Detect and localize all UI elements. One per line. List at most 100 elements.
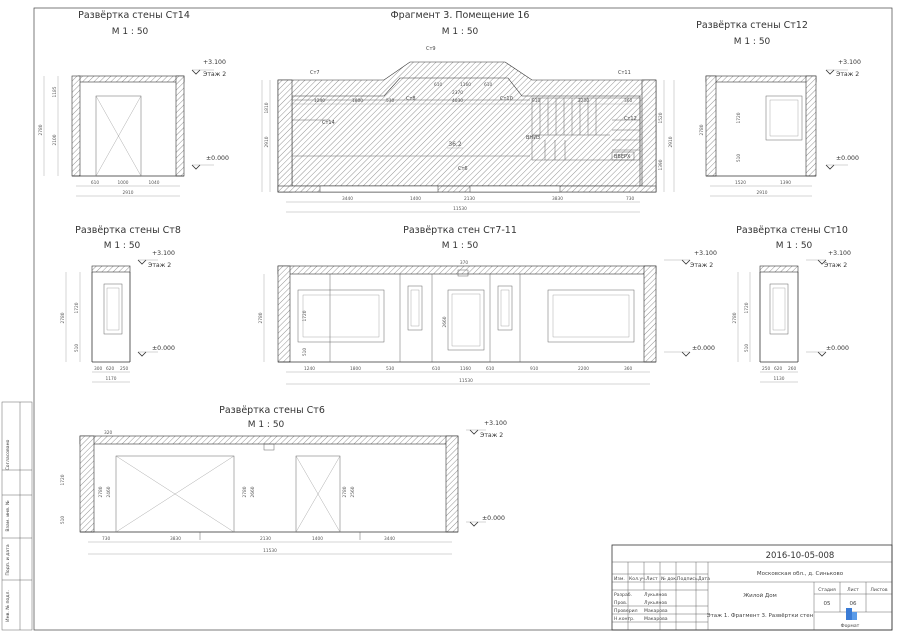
format-label: Формат <box>841 623 860 629</box>
wall-left <box>71 75 81 177</box>
dim: 1520 <box>735 180 746 186</box>
tb-header: Дата <box>698 576 710 582</box>
view-scale: М 1 : 50 <box>734 37 771 47</box>
dim: 250 <box>120 366 128 372</box>
dim: 730 <box>102 536 110 542</box>
plan-walls <box>277 61 657 193</box>
stair-label: ВНИЗ <box>526 135 540 141</box>
dim: 2780 <box>699 124 705 135</box>
dim: 610 <box>486 366 494 372</box>
dim: 2460 <box>106 486 112 497</box>
dim: 1000 <box>118 180 129 186</box>
dim-total: 1130 <box>774 376 785 382</box>
level-zero: ±0.000 <box>836 155 859 162</box>
tb-role: Н.контр. <box>614 616 635 622</box>
view-scale: М 1 : 50 <box>104 241 141 251</box>
stamp-label: Инв. № подл. <box>5 590 11 622</box>
room-label: Ст6 <box>458 166 468 172</box>
dim: 2660 <box>442 316 448 327</box>
dim: 1800 <box>350 366 361 372</box>
dim: 360 <box>624 366 632 372</box>
company-logo-icon <box>846 608 857 620</box>
dim: 620 <box>774 366 782 372</box>
dim: 2560 <box>350 486 356 497</box>
stage-header: Лист <box>847 587 859 593</box>
dim: 1520 <box>658 112 664 123</box>
level-top: +3.100 <box>838 59 861 66</box>
dim: 2780 <box>38 124 44 135</box>
level-top: +3.100 <box>694 250 717 257</box>
dim: 3440 <box>384 536 395 542</box>
dim-total: 1170 <box>106 376 117 382</box>
room-label: Ст7 <box>310 70 320 76</box>
view-st10: Развёртка стены Ст10 М 1 : 50 +3.100 Эта… <box>732 225 851 383</box>
view-title: Развёртка стены Ст12 <box>696 20 808 31</box>
dim: 610 <box>432 366 440 372</box>
dim: 370 <box>460 260 468 266</box>
view-st6: Развёртка стены Ст6 М 1 : 50 +3.100 Этаж… <box>60 405 507 555</box>
dim: 260 <box>788 366 796 372</box>
dim: 730 <box>626 196 634 202</box>
dim: 510 <box>744 344 750 352</box>
tb-header: Кол.уч. <box>629 576 646 582</box>
level-zero: ±0.000 <box>826 345 849 352</box>
dim: 2780 <box>98 486 104 497</box>
view-st14: Развёртка стены Ст14 М 1 : 50 +3.100 Эта… <box>38 10 229 197</box>
level-zero: ±0.000 <box>152 345 175 352</box>
level-top: +3.100 <box>828 250 851 257</box>
room-label: Ст8 <box>406 96 416 102</box>
dim: 1720 <box>744 302 750 313</box>
floor-label: Этаж 2 <box>824 262 847 269</box>
project-code: 2016-10-05-008 <box>766 551 835 561</box>
dim: 1040 <box>149 180 160 186</box>
dim: 1240 <box>304 366 315 372</box>
dim: 300 <box>94 366 102 372</box>
dim: 2780 <box>242 486 248 497</box>
level-zero: ±0.000 <box>206 155 229 162</box>
dim: 2370 <box>452 90 463 96</box>
tb-header: Лист <box>646 576 658 582</box>
dim-total: 11530 <box>263 548 277 554</box>
dim: 910 <box>532 98 540 104</box>
dim: 3830 <box>170 536 181 542</box>
view-st12: Развёртка стены Ст12 М 1 : 50 +3.100 Эта… <box>696 20 861 197</box>
floor-label: Этаж 2 <box>480 432 503 439</box>
tb-role: Проверил <box>614 608 638 614</box>
dim: 910 <box>530 366 538 372</box>
dim: 1800 <box>352 98 363 104</box>
dim: 510 <box>302 348 308 356</box>
stage-header: Стадия <box>818 587 836 593</box>
view-title: Развёртка стен Ст7-11 <box>403 225 517 236</box>
view-scale: М 1 : 50 <box>442 241 479 251</box>
stamp-label: Взам. инв. № <box>5 500 11 531</box>
view-title: Развёртка стены Ст10 <box>736 225 848 236</box>
tb-header: Изм. <box>614 576 625 582</box>
view-scale: М 1 : 50 <box>248 420 285 430</box>
view-st7-11: Развёртка стен Ст7-11 М 1 : 50 +3.100 Эт… <box>258 225 717 385</box>
door-panel <box>95 95 142 177</box>
floor-label: Этаж 2 <box>203 71 226 78</box>
tb-name: Лукьянов <box>644 592 667 598</box>
dim: 1185 <box>52 86 58 97</box>
stage-value: 05 <box>824 601 831 607</box>
room-label: Ст9 <box>426 46 436 52</box>
view-title: Развёртка стены Ст8 <box>75 225 181 236</box>
dim: 360 <box>624 98 632 104</box>
side-stamp: Согласовано Взам. инв. № Подп. и дата Ин… <box>1 401 33 631</box>
dim: 2660 <box>250 486 256 497</box>
view-title: Развёртка стены Ст6 <box>219 405 325 416</box>
dim-total: 2910 <box>123 190 134 196</box>
dim-total: 2910 <box>757 190 768 196</box>
sheet-title: Этаж 1. Фрагмент 3. Развёртки стен <box>707 613 814 619</box>
dim: 4030 <box>452 98 463 104</box>
view-scale: М 1 : 50 <box>776 241 813 251</box>
dim: 530 <box>386 98 394 104</box>
window <box>103 283 123 335</box>
window <box>765 95 803 141</box>
dim: 510 <box>60 516 66 524</box>
object-name: Жилой Дом <box>743 592 777 599</box>
dim: 1400 <box>410 196 421 202</box>
dim: 2100 <box>52 134 58 145</box>
dim: 1240 <box>314 98 325 104</box>
